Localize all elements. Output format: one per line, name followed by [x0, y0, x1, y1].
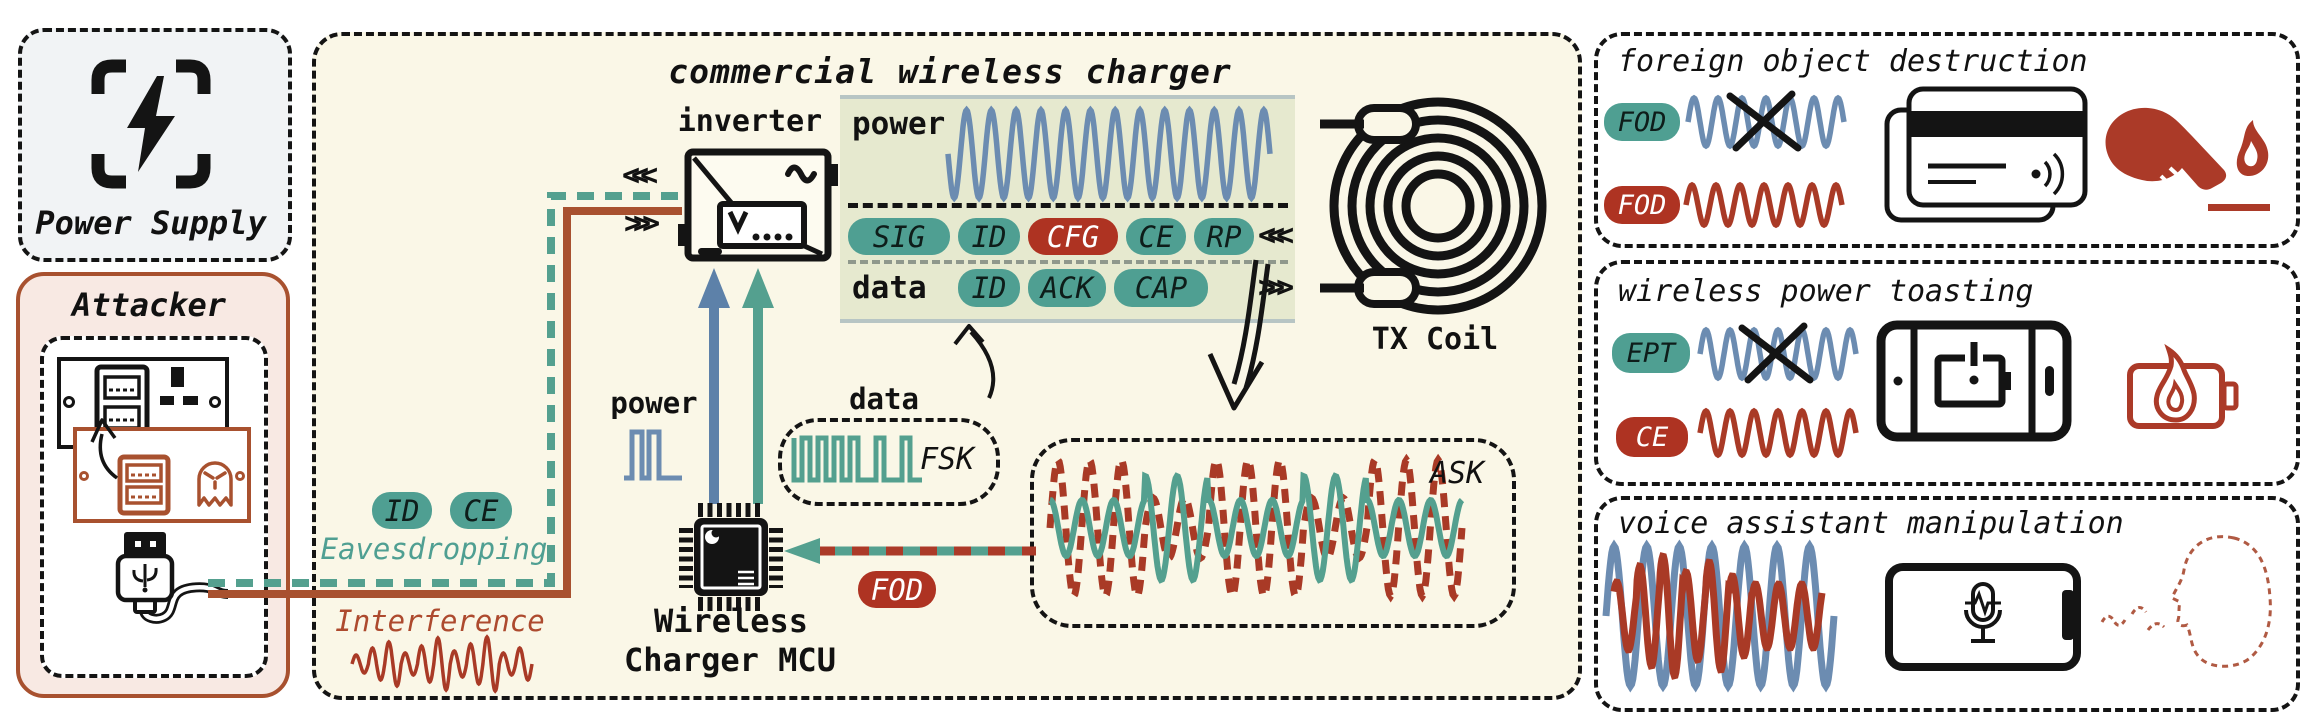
- ask-waves: [1046, 453, 1466, 603]
- fod-badge: FOD: [858, 571, 936, 608]
- inverter-icon: [678, 148, 838, 262]
- eaves-badge-id: ID: [372, 492, 432, 529]
- attack2-attack-wave: [1697, 407, 1859, 459]
- tx-coil-icon: [1320, 97, 1547, 315]
- attack2-badge-red: CE: [1616, 417, 1688, 457]
- malicious-usb-board-icon: [73, 427, 251, 523]
- power-supply-icon: [91, 59, 211, 189]
- panel-separator-gray: [848, 260, 1288, 264]
- ghost-icon: [197, 461, 233, 507]
- badge-id: ID: [958, 218, 1020, 255]
- panel-rx-arrows: <<<: [1258, 218, 1294, 253]
- tx-arrows: >>>: [624, 206, 660, 241]
- attack1-attack-wave: [1683, 181, 1845, 229]
- fsk-data-label: data: [849, 382, 919, 416]
- ask-tag: ASK: [1430, 456, 1485, 491]
- badge-sig: SIG: [848, 218, 950, 255]
- badge-cap: CAP: [1114, 269, 1208, 307]
- mcu-chip-icon: [679, 503, 783, 611]
- data-to-panel-arrow: [953, 324, 996, 399]
- badge-ce: CE: [1126, 218, 1186, 255]
- power-data-up-arrows: [698, 268, 774, 504]
- pulse-power-label: power: [610, 386, 698, 420]
- panel-to-ask-arrow: [1207, 259, 1271, 411]
- attacker-label: Attacker: [71, 286, 227, 324]
- attack3-waves: [1602, 539, 1838, 693]
- power-sine-wave: [945, 105, 1273, 203]
- inverter-label: inverter: [677, 104, 823, 139]
- fsk-wave: [791, 435, 922, 483]
- badge-cfg: CFG: [1028, 218, 1118, 255]
- attack1-badge-red: FOD: [1604, 186, 1680, 224]
- swap-arrow-icon: [90, 418, 119, 480]
- attack2-badge-teal: EPT: [1612, 333, 1690, 373]
- battery-fire-icon: [2127, 343, 2239, 429]
- speaking-head-icon: [2100, 535, 2272, 668]
- mcu-label-line2: Charger MCU: [624, 641, 836, 679]
- phone-voice-icon: [1885, 563, 2081, 671]
- eavesdropping-line: [208, 192, 682, 598]
- attack2-title: wireless power toasting: [1618, 274, 2034, 309]
- attack1-badge-teal: FOD: [1604, 103, 1680, 141]
- interference-label: Interference: [335, 604, 545, 638]
- mcu-label-line1: Wireless: [653, 602, 809, 640]
- interference-noise-wave: [350, 634, 534, 694]
- hand-fire-icon: [2105, 107, 2270, 211]
- attack1-title: foreign object destruction: [1618, 44, 2088, 79]
- fsk-tag: FSK: [920, 442, 975, 477]
- attack3-title: voice assistant manipulation: [1618, 506, 2124, 541]
- power-pulse-wave: [624, 429, 682, 481]
- panel-separator-black: [848, 203, 1288, 208]
- attack1-blocked-wave: [1685, 90, 1847, 152]
- credit-cards-icon: [1884, 86, 2088, 223]
- badge-rp: RP: [1194, 218, 1254, 255]
- rx-arrows: <<<: [622, 158, 658, 193]
- fsk-box: [778, 418, 1000, 506]
- panel-data-label: data: [852, 270, 927, 306]
- badge-data-id: ID: [958, 269, 1020, 307]
- attack2-blocked-wave: [1697, 322, 1859, 384]
- eaves-badge-ce: CE: [450, 492, 512, 529]
- tx-coil-label: TX Coil: [1371, 322, 1499, 357]
- panel-power-label: power: [852, 106, 946, 142]
- power-supply-label: Power Supply: [35, 204, 267, 242]
- ask-box: [1030, 438, 1516, 628]
- charger-title: commercial wireless charger: [668, 52, 1232, 91]
- microphone-icon: [1964, 582, 2002, 643]
- badge-ack: ACK: [1028, 269, 1106, 307]
- eavesdropping-label: Eavesdropping: [320, 532, 548, 566]
- phone-battery-alert-icon: [1876, 320, 2072, 442]
- fod-feedback-arrow: [784, 538, 1036, 564]
